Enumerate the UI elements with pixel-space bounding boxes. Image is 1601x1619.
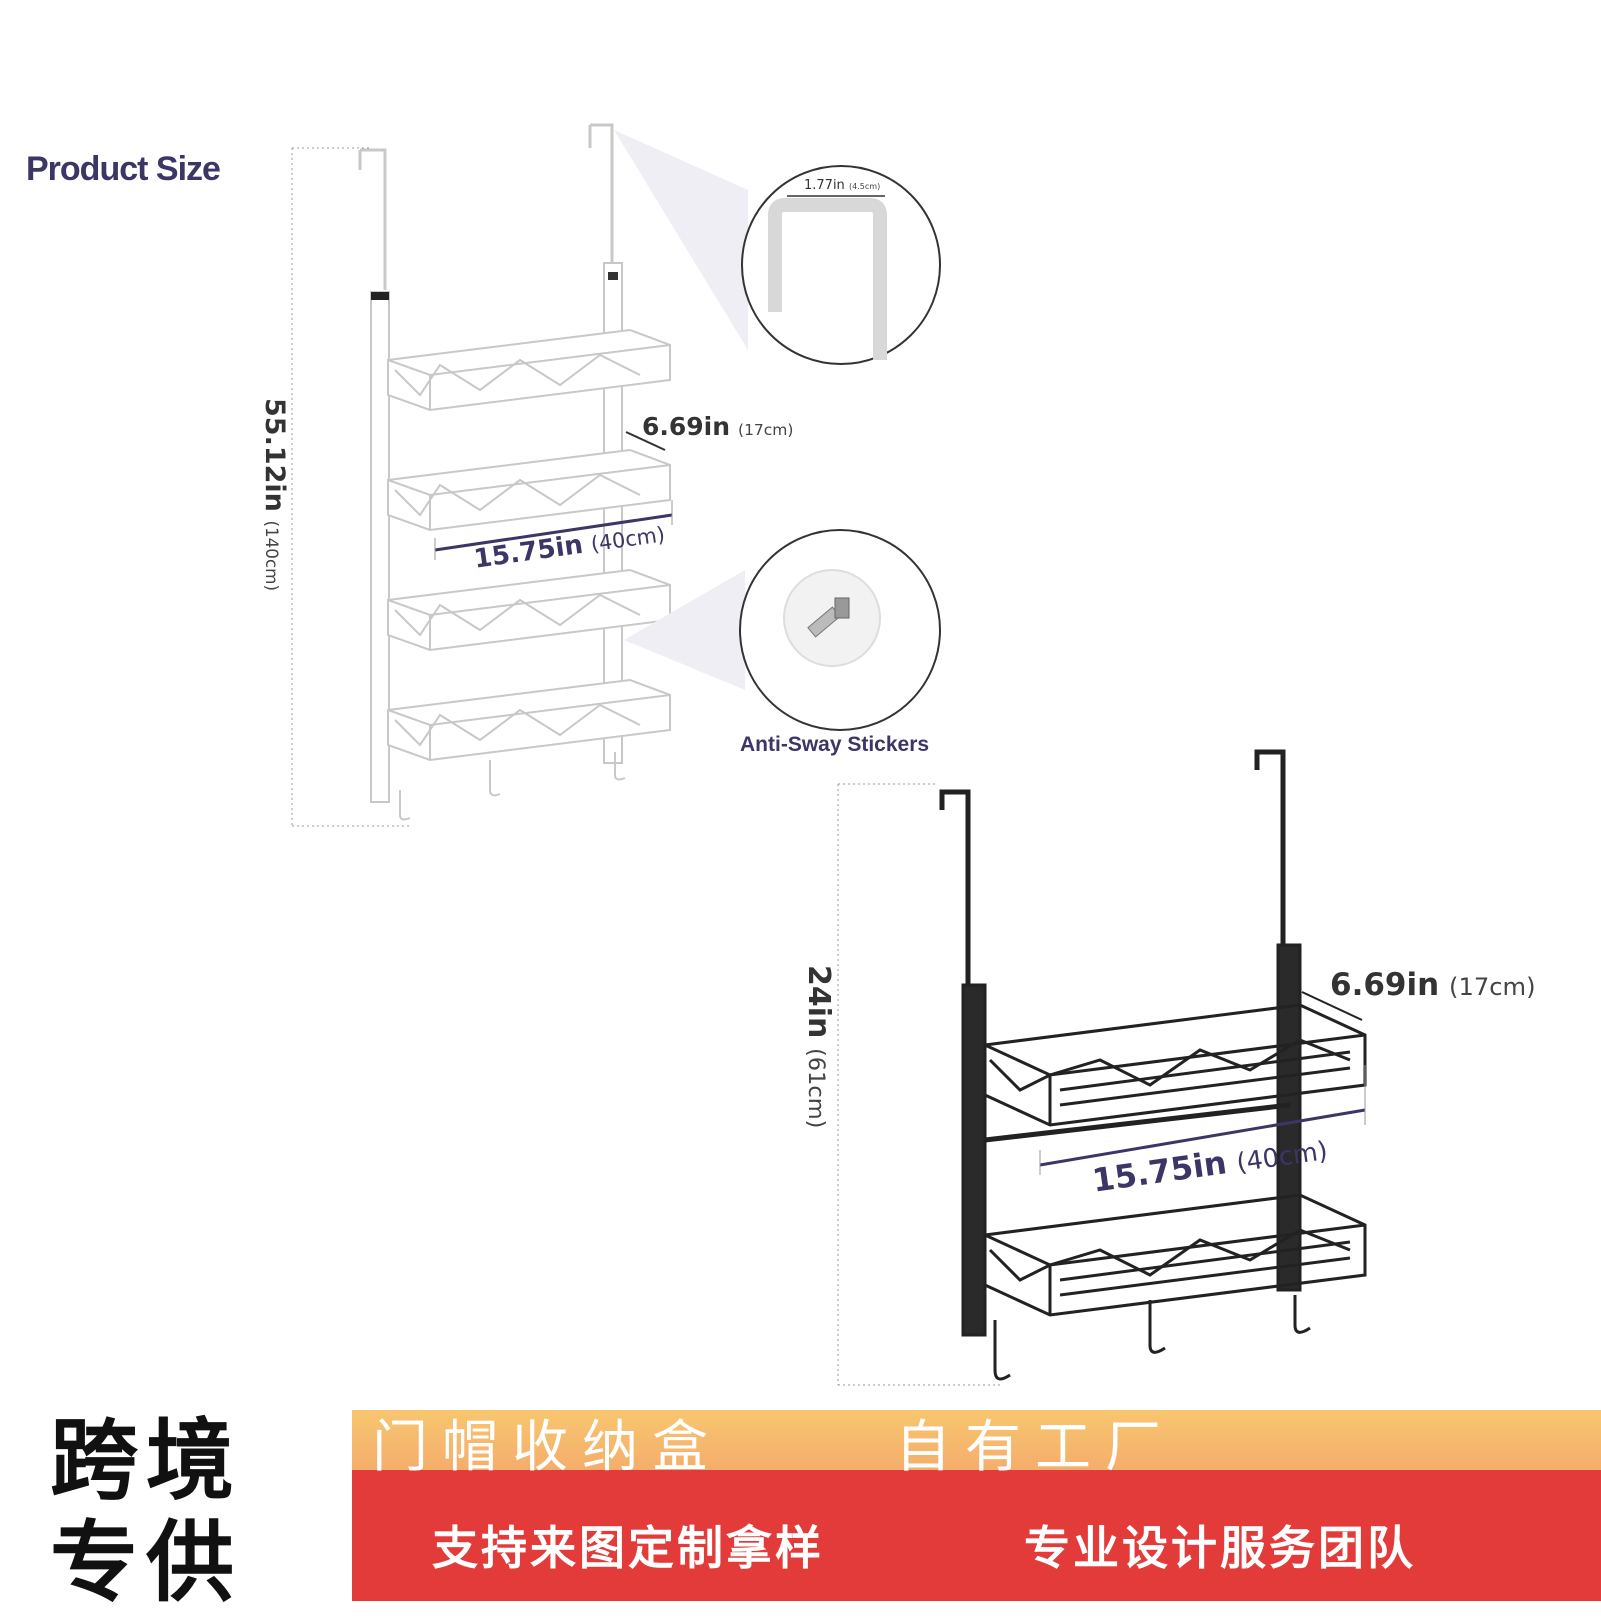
black-depth-metric: (17cm) (1449, 973, 1536, 1001)
hook-width-metric: (4.5cm) (848, 182, 881, 191)
banner-background (0, 1360, 1601, 1601)
black-depth-value: 6.69in (1330, 967, 1440, 1003)
badge-line-2: 专供 (50, 1511, 243, 1614)
page-title: Product Size (26, 150, 221, 188)
white-rack-height-label: 55.12in (140cm) (259, 398, 290, 591)
black-height-value: 24in (801, 965, 836, 1039)
banner-factory: 自有工厂 (895, 1415, 1175, 1480)
white-rack-depth-label: 6.69in (17cm) (642, 412, 793, 441)
banner-design-team: 专业设计服务团队 (1024, 1521, 1416, 1575)
banner-product-name: 门帽收纳盒 (372, 1415, 722, 1480)
white-rack (291, 123, 748, 827)
anti-sway-stickers-label: Anti-Sway Stickers (740, 733, 930, 756)
black-rack-depth-label: 6.69in (17cm) (1330, 967, 1536, 1003)
white-height-value: 55.12in (259, 398, 290, 512)
banner-custom-service: 支持来图定制拿样 (432, 1521, 824, 1575)
white-height-metric: (140cm) (262, 520, 282, 591)
hook-detail-circle (741, 165, 941, 365)
hook-width-label: 1.77in (4.5cm) (804, 178, 880, 193)
black-rack (837, 749, 1367, 1386)
badge-line-1: 跨境 (50, 1409, 243, 1512)
black-height-metric: (61cm) (803, 1047, 829, 1129)
white-depth-metric: (17cm) (738, 421, 794, 439)
sticker-detail-circle (739, 529, 941, 731)
white-depth-value: 6.69in (642, 412, 731, 441)
black-rack-height-label: 24in (61cm) (801, 965, 836, 1128)
hook-width-value: 1.77in (804, 178, 845, 193)
